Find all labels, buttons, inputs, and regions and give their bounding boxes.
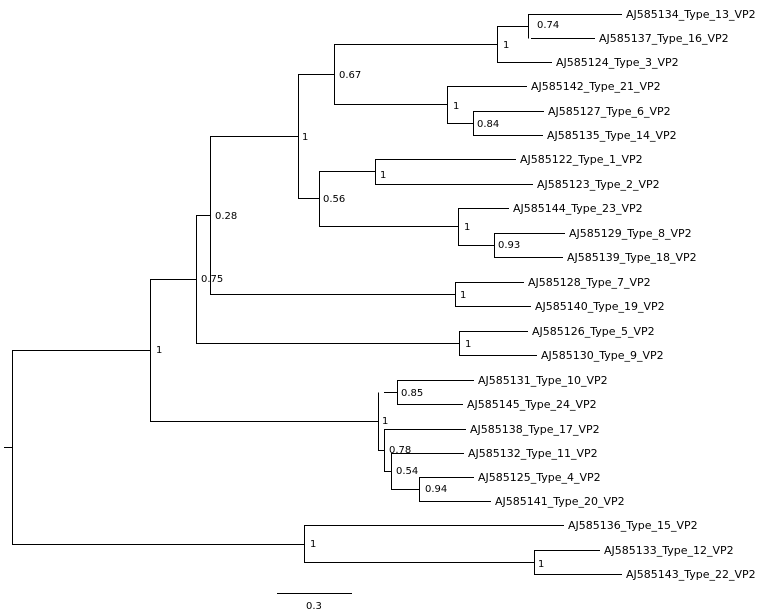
leaf-label: AJ585127_Type_6_VP2 bbox=[548, 105, 671, 118]
support-value: 1 bbox=[460, 290, 466, 301]
support-value: 1 bbox=[302, 132, 308, 143]
leaf-label: AJ585143_Type_22_VP2 bbox=[626, 568, 756, 581]
leaf-label: AJ585133_Type_12_VP2 bbox=[604, 544, 734, 557]
leaf-label: AJ585124_Type_3_VP2 bbox=[556, 56, 679, 69]
leaf-label: AJ585141_Type_20_VP2 bbox=[495, 495, 625, 508]
leaf-label: AJ585126_Type_5_VP2 bbox=[532, 325, 655, 338]
support-value: 1 bbox=[538, 559, 544, 570]
leaf-label: AJ585129_Type_8_VP2 bbox=[569, 227, 692, 240]
leaf-label: AJ585122_Type_1_VP2 bbox=[520, 153, 643, 166]
support-value: 0.85 bbox=[401, 388, 423, 399]
leaf-label: AJ585142_Type_21_VP2 bbox=[531, 80, 661, 93]
leaf-label: AJ585123_Type_2_VP2 bbox=[537, 178, 660, 191]
leaf-label: AJ585138_Type_17_VP2 bbox=[470, 423, 600, 436]
leaf-labels: AJ585134_Type_13_VP2AJ585137_Type_16_VP2… bbox=[467, 8, 756, 581]
support-value: 1 bbox=[503, 40, 509, 51]
support-value: 0.75 bbox=[201, 274, 223, 285]
tree-branches bbox=[4, 14, 622, 575]
leaf-label: AJ585136_Type_15_VP2 bbox=[568, 519, 698, 532]
support-value: 0.84 bbox=[477, 119, 499, 130]
support-values: 0.74 1 0.84 1 0.67 1 0.93 1 0.56 1 1 0.28 1 0.75 0.85 0… bbox=[156, 20, 559, 570]
support-value: 0.78 bbox=[389, 445, 411, 456]
support-value: 0.94 bbox=[425, 484, 447, 495]
support-value: 0.93 bbox=[498, 240, 520, 251]
support-value: 1 bbox=[156, 345, 162, 356]
scale-bar: 0.3 bbox=[277, 593, 352, 612]
leaf-label: AJ585145_Type_24_VP2 bbox=[467, 398, 597, 411]
leaf-label: AJ585125_Type_4_VP2 bbox=[478, 471, 601, 484]
leaf-label: AJ585131_Type_10_VP2 bbox=[478, 374, 608, 387]
support-value: 1 bbox=[453, 101, 459, 112]
support-value: 1 bbox=[382, 416, 388, 427]
support-value: 0.56 bbox=[323, 194, 345, 205]
support-value: 0.54 bbox=[396, 466, 418, 477]
support-value: 1 bbox=[380, 170, 386, 181]
leaf-label: AJ585139_Type_18_VP2 bbox=[567, 251, 697, 264]
leaf-label: AJ585135_Type_14_VP2 bbox=[547, 129, 677, 142]
leaf-label: AJ585137_Type_16_VP2 bbox=[599, 32, 729, 45]
leaf-label: AJ585132_Type_11_VP2 bbox=[468, 447, 598, 460]
leaf-label: AJ585128_Type_7_VP2 bbox=[528, 276, 651, 289]
support-value: 1 bbox=[464, 222, 470, 233]
leaf-label: AJ585140_Type_19_VP2 bbox=[535, 300, 665, 313]
support-value: 0.74 bbox=[537, 20, 559, 31]
leaf-label: AJ585144_Type_23_VP2 bbox=[513, 202, 643, 215]
leaf-label: AJ585134_Type_13_VP2 bbox=[626, 8, 756, 21]
support-value: 0.67 bbox=[339, 70, 361, 81]
leaf-label: AJ585130_Type_9_VP2 bbox=[541, 349, 664, 362]
support-value: 0.28 bbox=[215, 211, 237, 222]
support-value: 1 bbox=[310, 539, 316, 550]
support-value: 1 bbox=[465, 339, 471, 350]
scale-bar-label: 0.3 bbox=[306, 601, 322, 612]
